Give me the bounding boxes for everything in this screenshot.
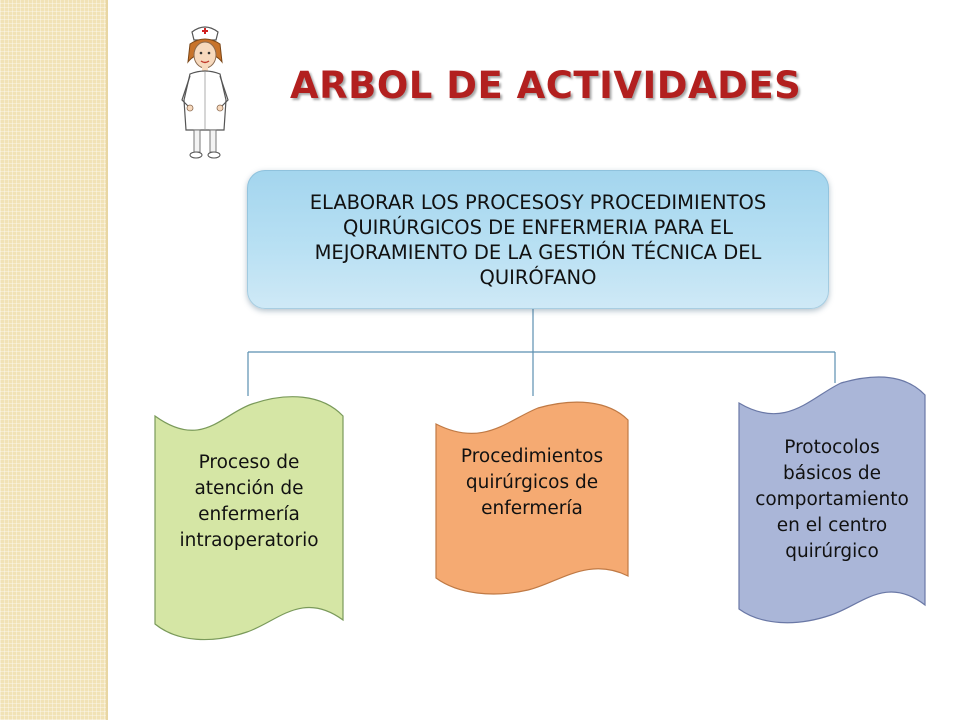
document-shape-orange <box>435 401 629 595</box>
child-activity-2: Procedimientos quirúrgicos de enfermería <box>433 398 631 598</box>
child-activity-3: Protocolos básicos de comportamiento en … <box>736 373 928 629</box>
root-activity-box: ELABORAR LOS PROCESOSY PROCEDIMIENTOS QU… <box>247 170 829 309</box>
document-shape-blue <box>738 376 926 624</box>
decorative-side-strip <box>0 0 108 720</box>
child-activity-2-text: Procedimientos quirúrgicos de enfermería <box>460 446 604 519</box>
child-activity-3-text: Protocolos básicos de comportamiento en … <box>755 437 909 562</box>
root-activity-text: ELABORAR LOS PROCESOSY PROCEDIMIENTOS QU… <box>309 190 767 289</box>
nurse-icon <box>181 26 229 159</box>
document-shape-green <box>154 396 344 641</box>
diagram-title: ARBOL DE ACTIVIDADES <box>290 64 802 107</box>
child-activity-1-text: Proceso de atención de enfermería intrao… <box>179 452 319 551</box>
child-activity-1: Proceso de atención de enfermería intrao… <box>152 392 346 646</box>
